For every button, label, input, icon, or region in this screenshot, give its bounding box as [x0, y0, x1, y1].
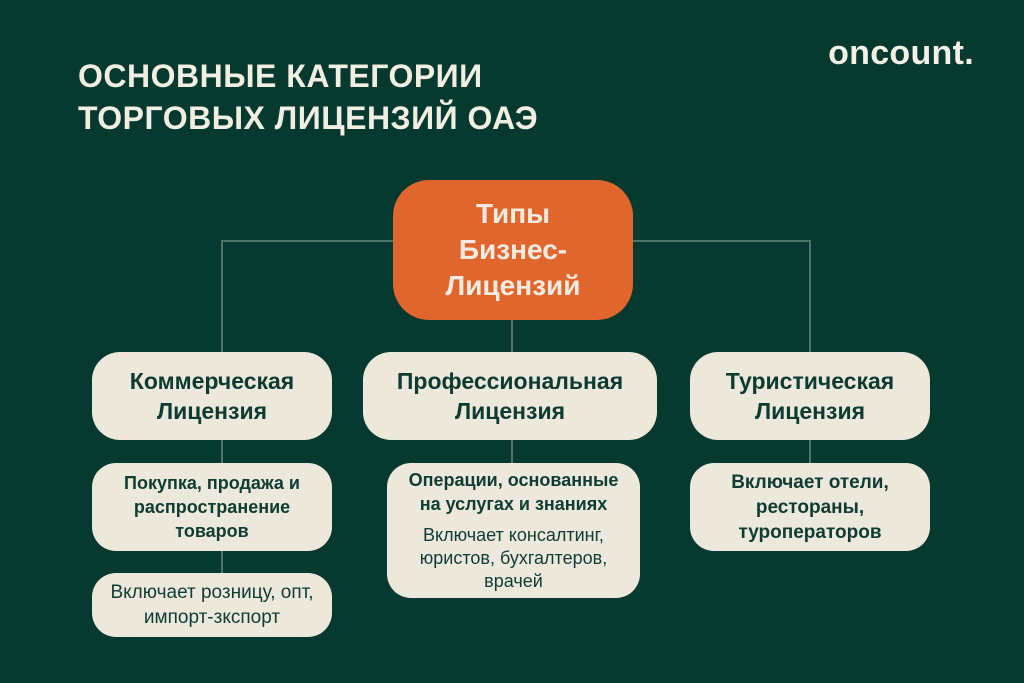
detail-node-professional: Операции, основанные на услугах и знания… — [387, 463, 640, 598]
connector-line — [809, 240, 811, 352]
root-node-label-line: Типы — [475, 198, 551, 229]
connector-line — [222, 240, 393, 242]
connector-line — [221, 551, 223, 573]
category-node-label: Коммерческая Лицензия — [129, 368, 295, 424]
category-node-label: Туристическая Лицензия — [725, 368, 895, 424]
category-node-commercial: Коммерческая Лицензия — [92, 352, 332, 440]
connector-line — [511, 318, 513, 352]
detail-node-tourism: Включает отели, рестораны, туроператоров — [690, 463, 930, 551]
page-title-line-1: ОСНОВНЫЕ КАТЕГОРИИ — [78, 58, 483, 94]
detail-text-secondary: Включает консалтинг, юристов, бухгалтеро… — [419, 525, 608, 591]
connector-line — [221, 240, 223, 352]
detail-text: Покупка, продажа и распространение товар… — [124, 473, 300, 541]
root-node-label-line: Лицензий — [445, 270, 581, 301]
connector-line — [633, 240, 810, 242]
category-node-tourism: Туристическая Лицензия — [690, 352, 930, 440]
detail-node-commercial-secondary: Включает розницу, опт, импорт-зкспорт — [92, 573, 332, 637]
connector-line — [221, 440, 223, 463]
detail-node-commercial-primary: Покупка, продажа и распространение товар… — [92, 463, 332, 551]
page-title: ОСНОВНЫЕ КАТЕГОРИИ ТОРГОВЫХ ЛИЦЕНЗИЙ ОАЭ — [78, 55, 538, 139]
detail-text-primary: Операции, основанные на услугах и знания… — [408, 470, 619, 514]
category-node-professional: Профессиональная Лицензия — [363, 352, 657, 440]
brand-logo: oncount. — [828, 34, 974, 72]
category-node-label: Профессиональная Лицензия — [396, 368, 624, 424]
detail-text: Включает розницу, опт, импорт-зкспорт — [110, 582, 314, 628]
detail-text: Включает отели, рестораны, туроператоров — [731, 471, 889, 543]
page-title-line-2: ТОРГОВЫХ ЛИЦЕНЗИЙ ОАЭ — [78, 100, 539, 136]
connector-line — [511, 440, 513, 463]
connector-line — [809, 440, 811, 463]
root-node-label-line: Бизнес- — [458, 234, 568, 265]
root-node-license-types: Типы Бизнес- Лицензий — [393, 180, 633, 320]
